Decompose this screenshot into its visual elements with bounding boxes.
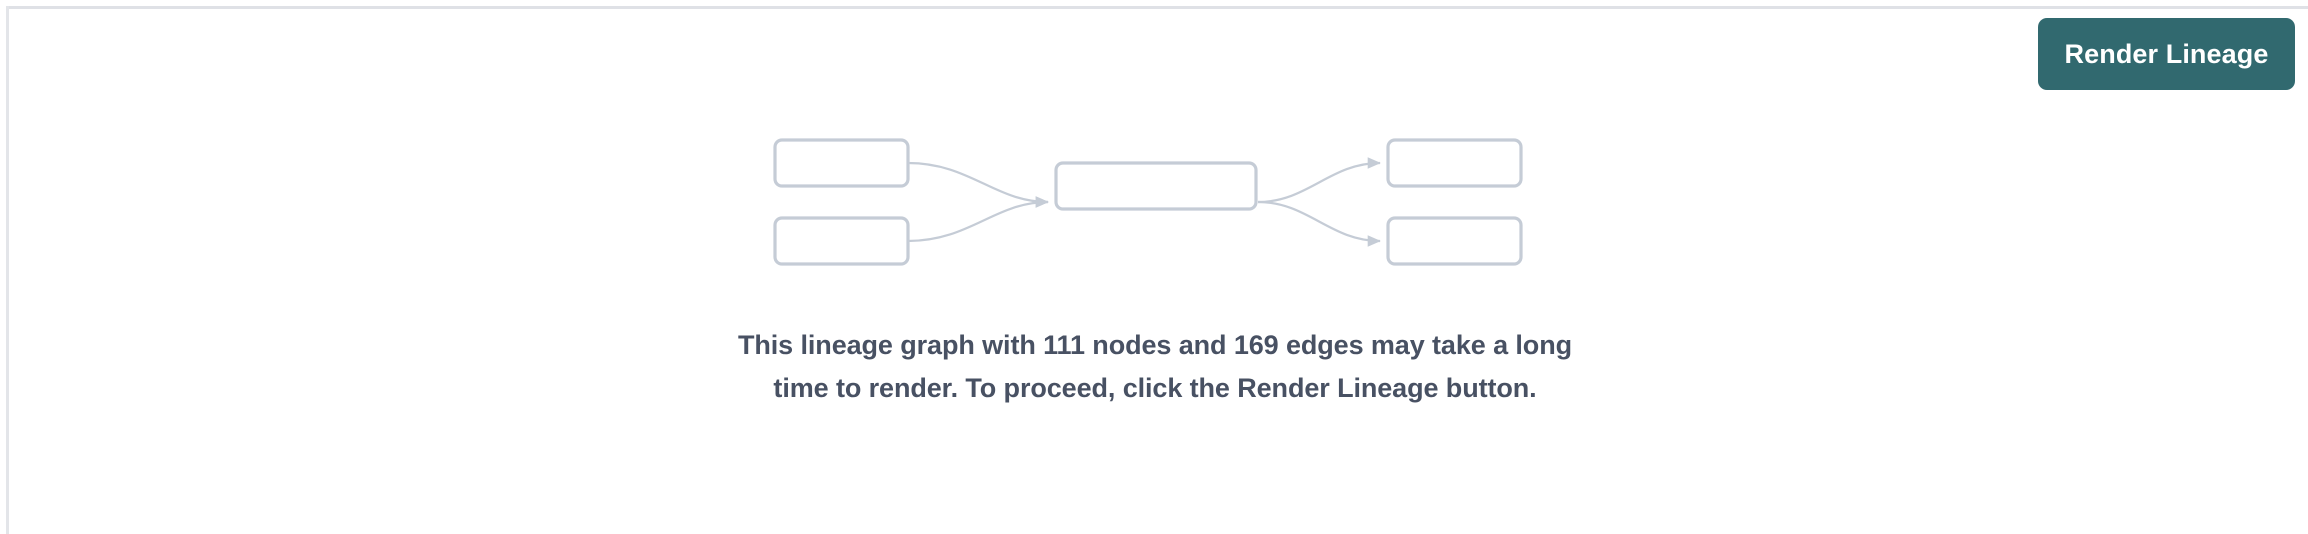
lineage-node-left-top [773,138,910,188]
edge-center-to-right-top [1257,157,1381,204]
edge-center-to-right-bottom [1257,200,1381,247]
edge-left-bottom-to-center [907,196,1049,243]
lineage-node-right-bottom [1386,216,1523,266]
lineage-warning-message: This lineage graph with 111 nodes and 16… [738,330,1572,403]
render-lineage-button[interactable]: Render Lineage [2038,18,2295,90]
lineage-node-center [1054,161,1258,211]
panel-left-border [6,6,9,534]
lineage-graph-placeholder [760,125,1560,275]
lineage-node-right-top [1386,138,1523,188]
lineage-node-left-bottom [773,216,910,266]
panel-top-border [7,6,2308,9]
lineage-edges [907,157,1381,247]
lineage-nodes [773,138,1523,266]
edge-left-top-to-center [907,161,1049,208]
